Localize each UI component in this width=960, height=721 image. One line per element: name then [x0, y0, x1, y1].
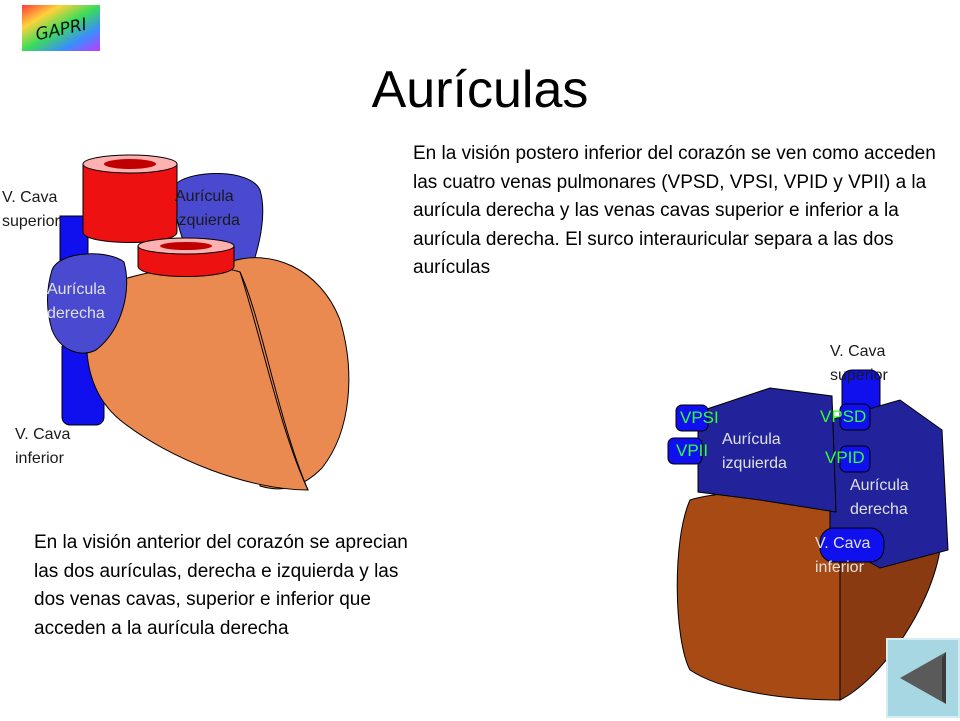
- label-anterior-auricula-derecha: Aurícula derecha: [47, 281, 106, 322]
- label-anterior-auricula-izquierda: Aurícula izquierda: [175, 188, 240, 229]
- anterior-aorta: [82, 163, 178, 243]
- back-button[interactable]: [886, 638, 960, 718]
- anterior-pulmonary-trunk: [137, 245, 235, 277]
- anterior-left-ventricle: [229, 257, 350, 490]
- gapri-logo: GAPRI: [22, 5, 100, 51]
- label-vpsi: VPSI: [680, 408, 719, 427]
- label-anterior-vena-cava-inferior: V. Cava inferior: [15, 426, 71, 467]
- posterior-ventricle-left: [676, 491, 841, 701]
- description-posterior: En la visión postero inferior del corazó…: [413, 143, 936, 278]
- label-posterior-auricula-derecha: Aurícula derecha: [850, 477, 909, 518]
- back-triangle-icon: [900, 652, 946, 704]
- label-posterior-auricula-izquierda: Aurícula izquierda: [722, 431, 787, 472]
- label-vpsd: VPSD: [820, 407, 867, 426]
- description-anterior: En la visión anterior del corazón se apr…: [34, 532, 408, 639]
- anterior-right-ventricle: [86, 266, 309, 491]
- page-title: Aurículas: [371, 61, 589, 119]
- label-posterior-vena-cava-inferior: V. Cava inferior: [815, 535, 871, 576]
- label-vpid: VPID: [825, 448, 865, 467]
- label-anterior-vena-cava-superior: V. Cava superior: [2, 189, 60, 230]
- anterior-vena-cava-inferior: [61, 339, 105, 426]
- label-vpii: VPII: [676, 441, 709, 460]
- label-posterior-vena-cava-superior: V. Cava superior: [830, 343, 888, 384]
